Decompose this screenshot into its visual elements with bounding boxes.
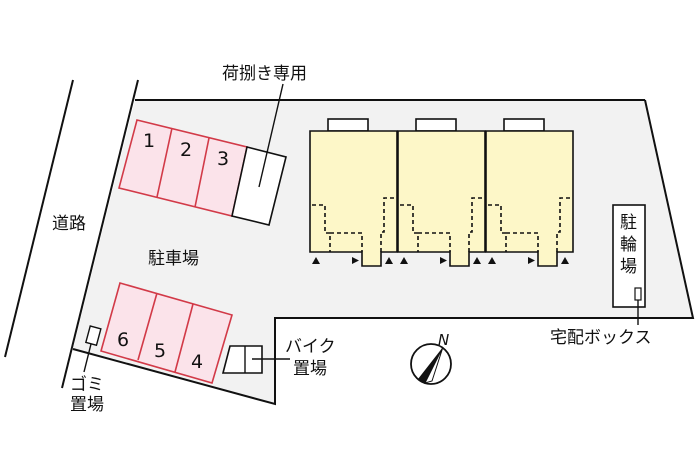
entrance-arrow-icon [488,257,496,264]
entrance-arrow-icon [400,257,408,264]
bike-parking-label-2: 置場 [293,359,327,379]
garbage-leader-line [83,343,92,373]
north-label: N [438,331,449,349]
interior-dashed-line [488,197,573,252]
parking-row-top: 1 2 3 [118,119,248,217]
bike-parking-label-1: バイク [285,337,336,357]
entrance-arrow-icon [312,257,320,264]
lot-boundary-left [61,79,139,389]
loading-leader-line [258,83,284,188]
balcony [327,118,369,132]
garbage-area [84,325,102,347]
loading-only-label: 荷捌き専用 [222,64,307,84]
parking-space-6: 6 [117,329,129,351]
road-edge-line [4,79,74,358]
parking-space-5: 5 [154,340,166,362]
interior-dashed-line [312,197,397,252]
delivery-box [634,287,642,301]
road-label: 道路 [52,214,86,234]
parking-lot-label: 駐車場 [148,249,199,269]
bike-parking-area [221,345,263,374]
parking-space-4: 4 [191,351,203,373]
garbage-label-1: ゴミ [70,374,104,395]
entrance-arrow-icon [528,257,535,264]
interior-dashed-line [400,197,485,252]
lot-boundary [72,99,695,406]
parking-row-bottom: 6 5 4 [100,282,233,384]
parking-space-2: 2 [180,139,192,161]
bicycle-parking-label-1: 駐 [620,213,637,233]
balcony [415,118,457,132]
entrance-arrow-icon [440,257,447,264]
parking-space-1: 1 [143,130,155,152]
entrance-arrow-icon [561,257,569,264]
entrance-arrow-icon [385,257,393,264]
entrance-arrow-icon [352,257,359,264]
north-compass-icon: N [410,331,452,385]
garbage-label-2: 置場 [70,395,104,415]
parking-space-3: 3 [217,148,229,170]
apartment-building [309,118,574,267]
delivery-box-label: 宅配ボックス [550,328,652,348]
bicycle-parking-label-3: 場 [620,257,637,277]
entrance-arrow-icon [473,257,481,264]
balcony [503,118,545,132]
bicycle-parking-label-2: 輪 [620,235,637,255]
